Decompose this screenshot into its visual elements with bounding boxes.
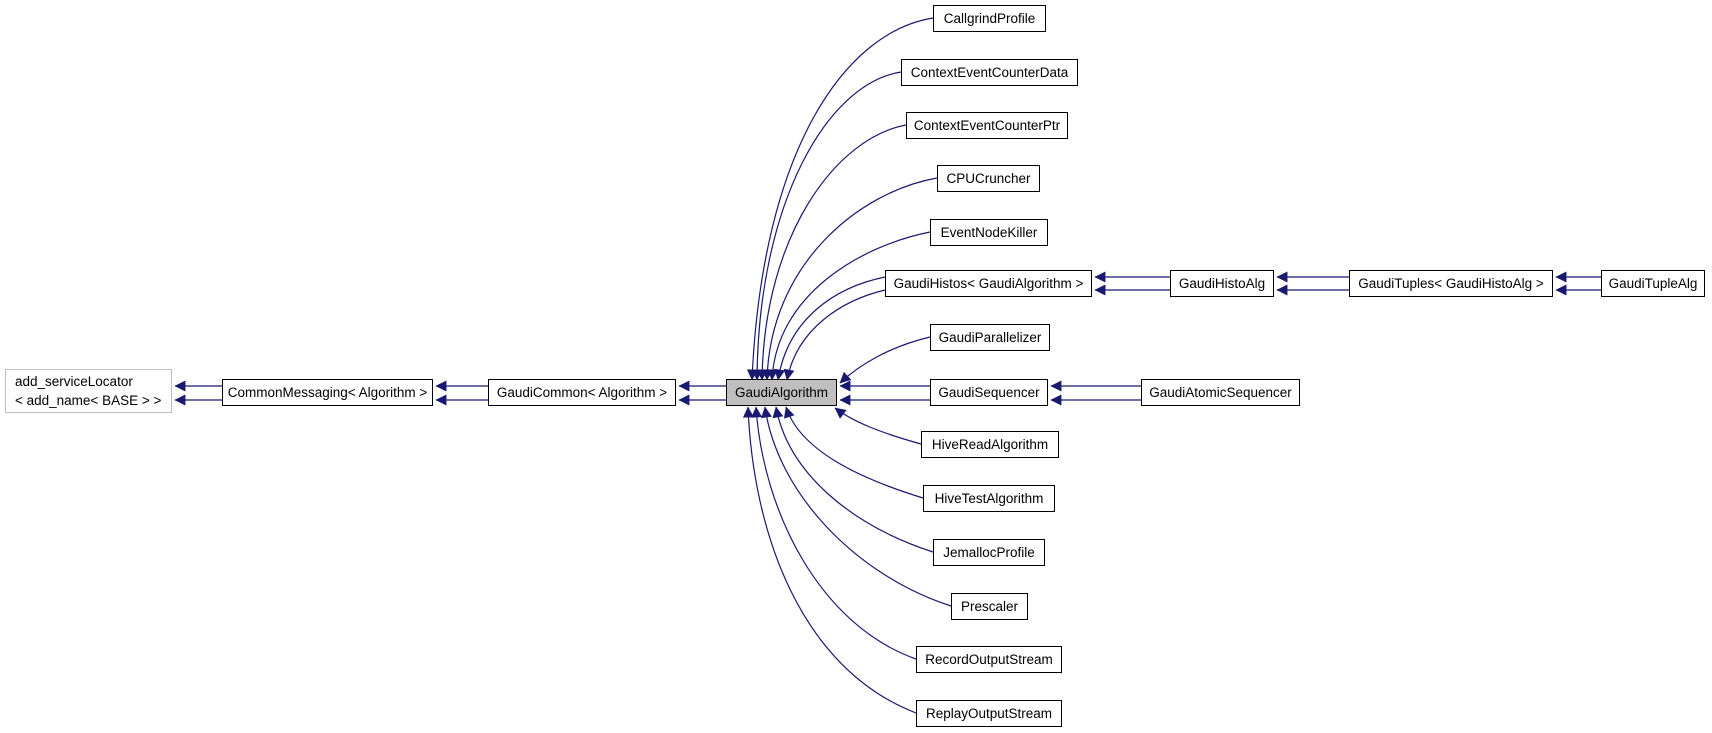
node-label: ContextEventCounterPtr xyxy=(913,118,1061,133)
node-add-servicelocator: add_serviceLocator < add_name< BASE > > xyxy=(5,369,172,413)
node-label: GaudiAlgorithm xyxy=(734,385,829,400)
edge-jemallocprofile-to-gaudialgorithm xyxy=(772,406,934,553)
node-label: ReplayOutputStream xyxy=(925,706,1053,721)
node-gaudicommon[interactable]: GaudiCommon< Algorithm > xyxy=(488,379,676,406)
edge-hivetestalgorithm-to-gaudialgorithm xyxy=(784,406,924,499)
node-hivereadalgorithm[interactable]: HiveReadAlgorithm xyxy=(921,431,1059,458)
node-label: GaudiAtomicSequencer xyxy=(1149,385,1292,400)
edge-contexteventcounterptr-to-gaudialgorithm xyxy=(756,124,907,381)
node-recordoutputstream[interactable]: RecordOutputStream xyxy=(916,646,1062,673)
node-label-line2: < add_name< BASE > > xyxy=(15,393,162,408)
node-gaudiparallelizer[interactable]: GaudiParallelizer xyxy=(930,324,1050,351)
node-label: GaudiHistos< GaudiAlgorithm > xyxy=(893,276,1084,291)
node-label: GaudiTupleAlg xyxy=(1608,276,1698,291)
node-hivetestalgorithm[interactable]: HiveTestAlgorithm xyxy=(923,485,1055,512)
node-label: HiveReadAlgorithm xyxy=(931,437,1049,452)
node-label: GaudiParallelizer xyxy=(938,330,1042,345)
node-gaudisequencer[interactable]: GaudiSequencer xyxy=(930,379,1048,406)
node-gaudihistoalg[interactable]: GaudiHistoAlg xyxy=(1170,270,1274,297)
edge-gaudihistos-to-gaudialgorithm-1 xyxy=(774,276,886,381)
edge-contexteventcounterdata-to-gaudialgorithm xyxy=(751,71,902,381)
edge-gaudiparallelizer-to-gaudialgorithm xyxy=(839,336,931,384)
node-prescaler[interactable]: Prescaler xyxy=(951,593,1028,620)
node-label: GaudiHistoAlg xyxy=(1178,276,1266,291)
node-label: GaudiTuples< GaudiHistoAlg > xyxy=(1358,276,1544,291)
node-commonmessaging[interactable]: CommonMessaging< Algorithm > xyxy=(222,379,433,406)
node-gaudihistos[interactable]: GaudiHistos< GaudiAlgorithm > xyxy=(885,270,1092,297)
node-label: CommonMessaging< Algorithm > xyxy=(227,385,428,400)
edge-eventnodekiller-to-gaudialgorithm xyxy=(767,231,931,381)
node-label: CallgrindProfile xyxy=(943,11,1036,26)
node-label: add_serviceLocator xyxy=(15,374,133,389)
node-label: HiveTestAlgorithm xyxy=(934,491,1044,506)
node-label: JemallocProfile xyxy=(943,545,1035,560)
edge-prescaler-to-gaudialgorithm xyxy=(761,406,952,607)
node-jemallocprofile[interactable]: JemallocProfile xyxy=(933,539,1045,566)
node-label: EventNodeKiller xyxy=(940,225,1038,240)
node-gaudiatomicsequencer[interactable]: GaudiAtomicSequencer xyxy=(1141,379,1300,406)
node-gaudituples[interactable]: GaudiTuples< GaudiHistoAlg > xyxy=(1349,270,1553,297)
node-cpucruncher[interactable]: CPUCruncher xyxy=(937,165,1040,192)
node-contexteventcounterptr[interactable]: ContextEventCounterPtr xyxy=(906,112,1068,139)
node-replayoutputstream[interactable]: ReplayOutputStream xyxy=(916,700,1062,727)
edge-gaudihistos-to-gaudialgorithm-2 xyxy=(783,289,886,381)
node-gaudialgorithm-current: GaudiAlgorithm xyxy=(726,379,837,406)
node-eventnodekiller[interactable]: EventNodeKiller xyxy=(930,219,1048,246)
node-label: ContextEventCounterData xyxy=(910,65,1069,80)
node-contexteventcounterdata[interactable]: ContextEventCounterData xyxy=(901,59,1078,86)
node-gaudituplealg[interactable]: GaudiTupleAlg xyxy=(1601,270,1705,297)
edge-hivereadalgorithm-to-gaudialgorithm xyxy=(834,407,922,445)
node-label: GaudiSequencer xyxy=(938,385,1040,400)
edge-recordoutputstream-to-gaudialgorithm xyxy=(751,406,917,660)
edge-cpucruncher-to-gaudialgorithm xyxy=(761,177,938,381)
node-label: Prescaler xyxy=(960,599,1019,614)
node-label: CPUCruncher xyxy=(946,171,1031,186)
edge-replayoutputstream-to-gaudialgorithm xyxy=(742,406,917,714)
node-callgrindprofile[interactable]: CallgrindProfile xyxy=(933,5,1046,32)
node-label: RecordOutputStream xyxy=(925,652,1053,667)
node-label: GaudiCommon< Algorithm > xyxy=(496,385,668,400)
edge-callgrindprofile-to-gaudialgorithm xyxy=(746,17,934,381)
